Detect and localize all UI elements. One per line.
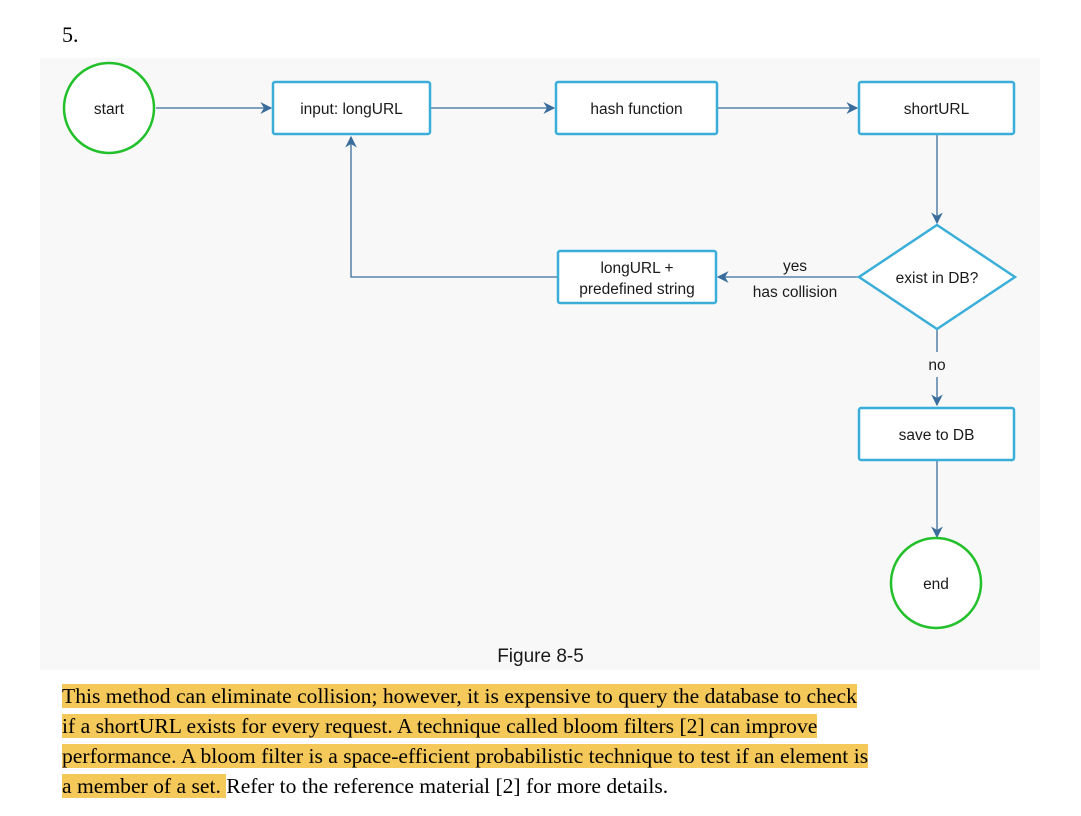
highlighted-text: if a shortURL exists for every request. …	[62, 714, 818, 738]
retry-label-line2: predefined string	[579, 281, 694, 298]
decision-label: exist in DB?	[896, 270, 979, 287]
highlighted-text: performance. A bloom filter is a space-e…	[62, 744, 869, 768]
body-paragraph: This method can eliminate collision; how…	[62, 681, 1022, 801]
step-number: 5.	[62, 22, 79, 47]
save-label: save to DB	[899, 427, 975, 444]
paragraph-line-4: a member of a set. Refer to the referenc…	[62, 771, 1022, 801]
edge-retry-input	[345, 135, 557, 278]
paragraph-trailing-text: Refer to the reference material [2] for …	[226, 774, 669, 798]
short-node	[857, 80, 1016, 136]
input-label: input: longURL	[300, 101, 403, 118]
highlighted-text: a member of a set.	[62, 774, 227, 798]
highlighted-text: This method can eliminate collision; how…	[62, 684, 857, 708]
decision-node	[856, 223, 1018, 331]
input-node	[271, 80, 432, 136]
save-node	[857, 406, 1016, 462]
diagram-background	[40, 58, 1040, 670]
hash-node	[554, 80, 719, 136]
edge-label-no: no	[928, 357, 945, 374]
short-label: shortURL	[904, 101, 970, 118]
edges	[156, 102, 943, 539]
paragraph-line-1: This method can eliminate collision; how…	[62, 681, 1022, 711]
paragraph-line-3: performance. A bloom filter is a space-e…	[62, 741, 1022, 771]
end-node	[889, 536, 983, 630]
figure-caption: Figure 8-5	[497, 646, 584, 667]
edge-label-collision: has collision	[753, 284, 837, 301]
edge-label-yes: yes	[783, 258, 807, 275]
hash-label: hash function	[590, 101, 682, 118]
start-label: start	[94, 101, 125, 118]
end-label: end	[923, 576, 949, 593]
retry-node	[556, 249, 718, 305]
paragraph-line-2: if a shortURL exists for every request. …	[62, 711, 1022, 741]
retry-label-line1: longURL +	[600, 260, 673, 277]
start-node	[62, 61, 156, 155]
